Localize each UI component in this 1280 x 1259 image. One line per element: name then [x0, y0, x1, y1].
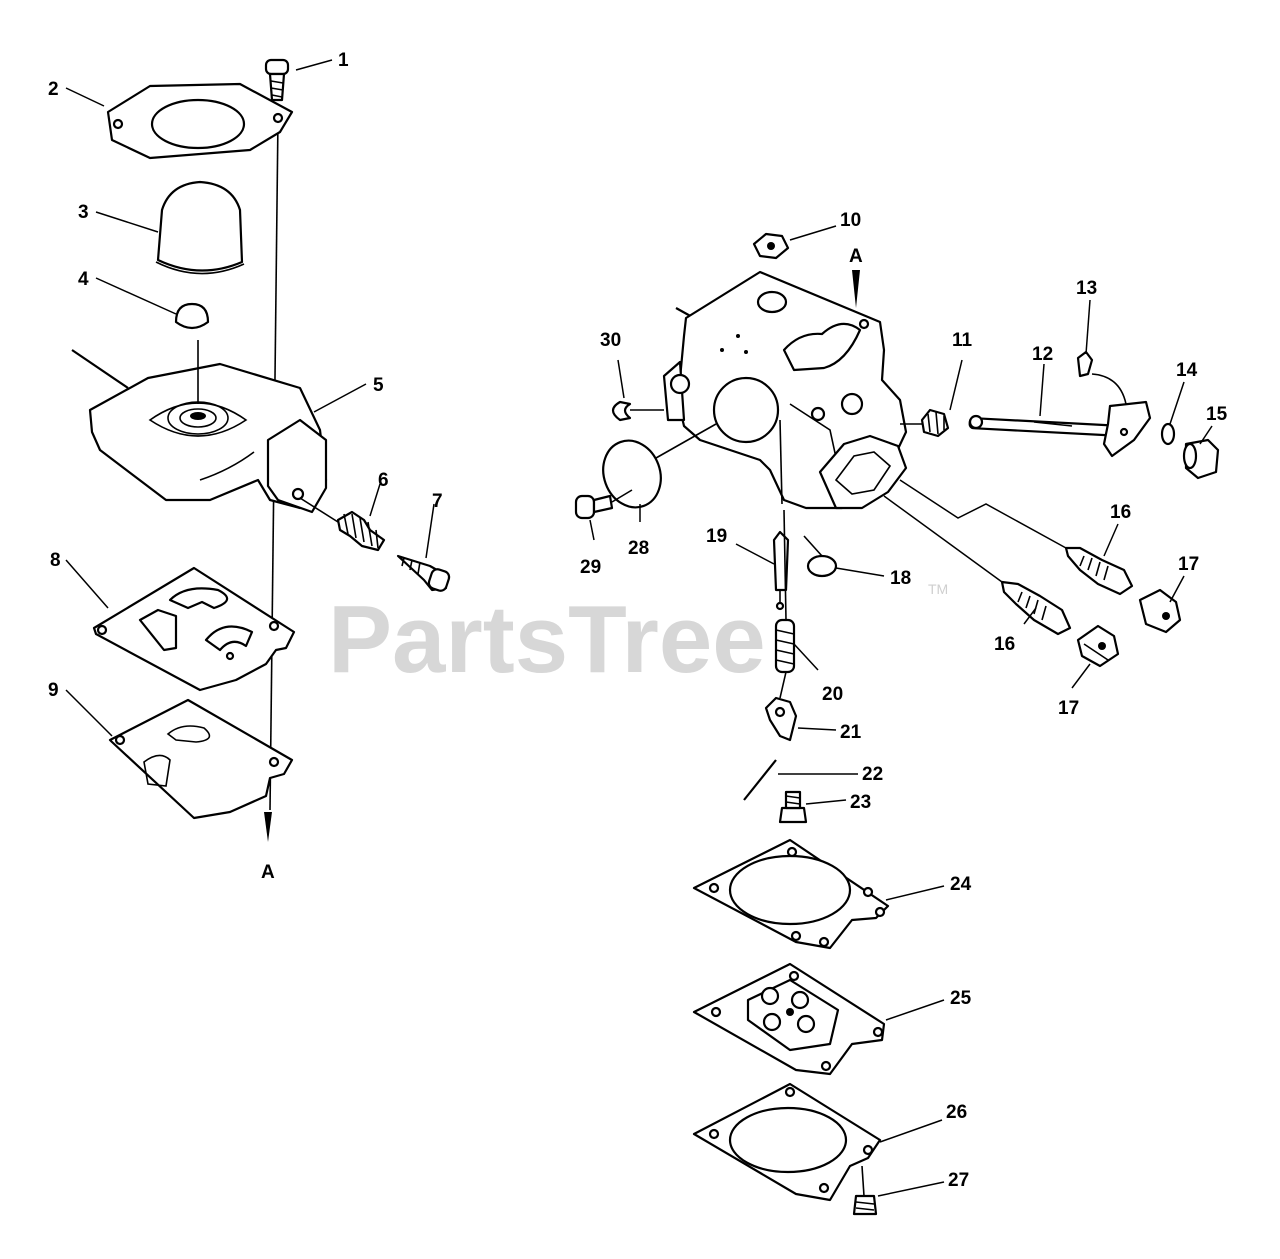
part-15-cap: [1182, 438, 1220, 480]
part-6-spring: [299, 497, 386, 552]
part-2-cover-plate: [106, 82, 294, 160]
part-30-clip: [611, 400, 632, 422]
callout-7: 7: [432, 491, 443, 512]
part-16-needle-lower: [883, 495, 1072, 636]
part-17-cap-upper: [1138, 588, 1182, 634]
callout-17-upper: 17: [1178, 554, 1199, 575]
callout-21: 21: [840, 722, 862, 743]
callout-14: 14: [1176, 360, 1198, 381]
callout-29: 29: [580, 557, 601, 578]
watermark-text: PartsTree: [328, 586, 766, 693]
callout-30: 30: [600, 330, 621, 351]
alignment-arrow-right: [852, 270, 860, 308]
part-10-nut: [752, 232, 790, 260]
callout-9: 9: [48, 680, 59, 701]
callout-8: 8: [50, 550, 61, 571]
part-13-clip: [1076, 350, 1152, 458]
part-16-needle-upper: [899, 479, 1134, 596]
alignment-label-right: A: [849, 246, 863, 267]
callout-22: 22: [862, 764, 883, 785]
callout-1: 1: [338, 50, 349, 71]
part-5-pump-body: [71, 340, 328, 514]
callout-3: 3: [78, 202, 89, 223]
callout-16-upper: 16: [1110, 502, 1131, 523]
callout-20: 20: [822, 684, 843, 705]
alignment-label-left: A: [261, 862, 275, 883]
part-9-diaphragm: [108, 698, 294, 820]
callout-2: 2: [48, 79, 59, 100]
callout-6: 6: [378, 470, 389, 491]
watermark-trademark: TM: [928, 581, 948, 597]
callout-27: 27: [948, 1170, 969, 1191]
callout-16-lower: 16: [994, 634, 1015, 655]
callout-13: 13: [1076, 278, 1097, 299]
callout-10: 10: [840, 210, 861, 231]
callout-28: 28: [628, 538, 649, 559]
callout-23: 23: [850, 792, 871, 813]
part-20-spring: [774, 509, 796, 674]
part-12-shaft: [968, 414, 1121, 437]
part-25-diaphragm: [692, 962, 886, 1076]
callout-5: 5: [373, 375, 384, 396]
right-assembly: [574, 225, 1220, 1216]
part-26-gasket: [692, 1082, 882, 1202]
callout-18: 18: [890, 568, 911, 589]
left-assembly: [65, 58, 451, 842]
part-14-washer: [1160, 422, 1176, 446]
carburetor-body: [662, 270, 908, 510]
part-22-pin: [743, 759, 777, 801]
callout-24: 24: [950, 874, 972, 895]
part-23-screw: [778, 790, 808, 824]
callout-25: 25: [950, 988, 972, 1009]
callout-26: 26: [946, 1102, 967, 1123]
part-3-primer-bulb: [155, 180, 245, 275]
callout-4: 4: [78, 269, 89, 290]
part-11-spring: [900, 408, 950, 438]
part-27-screw: [852, 1165, 878, 1216]
part-21-lever: [764, 671, 798, 742]
part-8-gasket: [92, 566, 296, 692]
callout-labels: 1 2 3 4 5 6 7 8 9 10 11 12 13 14 15 16 1…: [48, 50, 1228, 1191]
part-18-disk: [806, 554, 838, 578]
part-24-gasket: [692, 838, 890, 950]
callout-19: 19: [706, 526, 727, 547]
part-29-screw: [574, 489, 633, 520]
part-1-screw: [264, 58, 290, 102]
part-17-cap-lower: [1076, 624, 1120, 668]
part-4-check-valve: [174, 302, 210, 330]
callout-11: 11: [952, 330, 973, 351]
callout-12: 12: [1032, 344, 1053, 365]
alignment-arrow-left: [264, 812, 272, 842]
callout-17-lower: 17: [1058, 698, 1079, 719]
part-28-disc: [602, 439, 662, 509]
part-7-adjusting-screw: [396, 554, 451, 592]
callout-15: 15: [1206, 404, 1228, 425]
